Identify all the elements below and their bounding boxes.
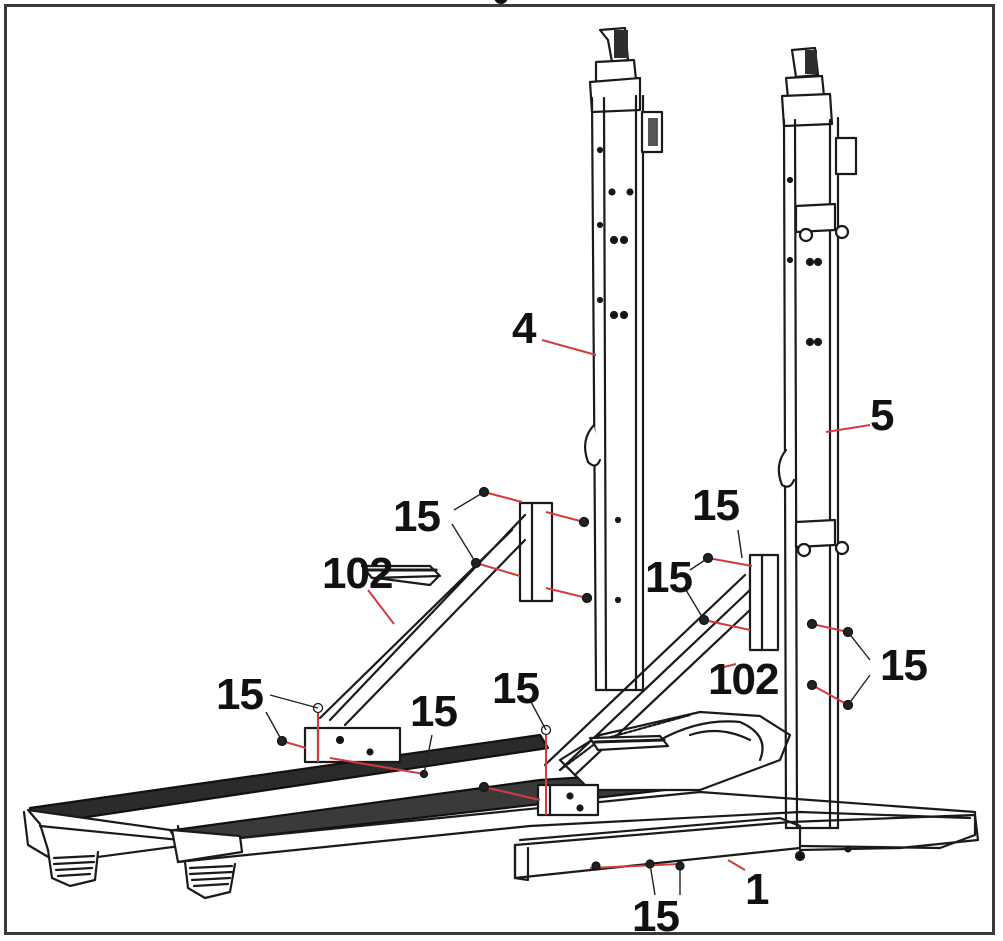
- callout-15-right-post-top: 15: [692, 481, 740, 530]
- left-rail: [22, 733, 550, 888]
- support-bracket-right: [536, 553, 780, 817]
- upright-post-left-part-4: [583, 26, 664, 692]
- callout-1: 1: [745, 865, 770, 914]
- callout-15-left-block: 15: [216, 670, 264, 719]
- support-bracket-left: [303, 501, 554, 764]
- callout-15-right-post-bracket: 15: [645, 553, 693, 602]
- callout-5: 5: [870, 391, 895, 440]
- callout-15-base-bottom: 15: [632, 892, 680, 941]
- upright-post-right-part-5: [777, 46, 858, 830]
- callout-102-right: 102: [708, 655, 779, 704]
- callout-102-left: 102: [322, 549, 393, 598]
- callout-15-left-block-side: 15: [410, 687, 458, 736]
- motor-hood: [558, 710, 792, 792]
- callout-15-left-post: 15: [393, 492, 441, 541]
- callout-4: 4: [512, 304, 537, 353]
- callout-15-center-block: 15: [492, 664, 540, 713]
- callout-15-right-post-lower: 15: [880, 641, 928, 690]
- bolts-part-15: [265, 339, 871, 896]
- frame-top-mark: [494, 0, 508, 4]
